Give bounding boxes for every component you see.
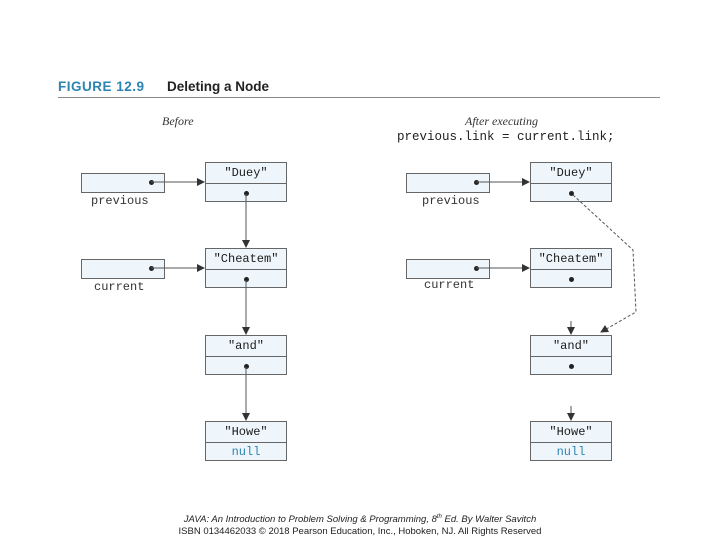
footer-author: Ed. By Walter Savitch bbox=[441, 514, 537, 526]
after-current-var bbox=[406, 259, 490, 279]
after-node-howe: "Howe" null bbox=[530, 421, 612, 461]
node-data: "and" bbox=[206, 336, 286, 357]
node-link bbox=[531, 357, 611, 376]
after-node-duey: "Duey" bbox=[530, 162, 612, 202]
figure-title: Deleting a Node bbox=[167, 79, 270, 94]
footer-line-2: ISBN 0134462033 © 2018 Pearson Education… bbox=[178, 526, 542, 537]
pointer-dot bbox=[244, 364, 249, 369]
after-node-cheatem: "Cheatem" bbox=[530, 248, 612, 288]
node-link bbox=[531, 270, 611, 289]
pointer-dot bbox=[244, 277, 249, 282]
after-header: After executing bbox=[465, 114, 538, 128]
node-data: "Cheatem" bbox=[206, 249, 286, 270]
pointer-dot bbox=[569, 191, 574, 196]
node-link bbox=[206, 357, 286, 376]
node-data: "Howe" bbox=[206, 422, 286, 443]
before-previous-label: previous bbox=[91, 194, 149, 208]
pointer-dot bbox=[244, 191, 249, 196]
pointer-dot bbox=[569, 364, 574, 369]
before-node-howe: "Howe" null bbox=[205, 421, 287, 461]
after-bypass-link-arrow bbox=[572, 194, 637, 333]
after-node-and: "and" bbox=[530, 335, 612, 375]
before-header: Before bbox=[162, 114, 194, 128]
node-null: null bbox=[231, 445, 261, 459]
before-current-label: current bbox=[94, 280, 145, 294]
pointer-dot bbox=[569, 277, 574, 282]
node-data: "and" bbox=[531, 336, 611, 357]
before-node-duey: "Duey" bbox=[205, 162, 287, 202]
figure-label: FIGURE 12.9 bbox=[58, 79, 145, 94]
node-link bbox=[531, 184, 611, 203]
node-data: "Duey" bbox=[206, 163, 286, 184]
footer-edition-sup: th bbox=[436, 514, 442, 520]
title-rule bbox=[58, 97, 660, 98]
node-null: null bbox=[556, 445, 586, 459]
node-data: "Duey" bbox=[531, 163, 611, 184]
node-data: "Howe" bbox=[531, 422, 611, 443]
after-previous-label: previous bbox=[422, 194, 480, 208]
node-data: "Cheatem" bbox=[531, 249, 611, 270]
after-current-label: current bbox=[424, 278, 475, 292]
footer-title: JAVA: An Introduction to Problem Solving… bbox=[183, 514, 437, 526]
footer-line-1: JAVA: An Introduction to Problem Solving… bbox=[0, 514, 720, 525]
node-link bbox=[206, 184, 286, 203]
node-link bbox=[206, 270, 286, 289]
after-code: previous.link = current.link; bbox=[397, 130, 615, 144]
